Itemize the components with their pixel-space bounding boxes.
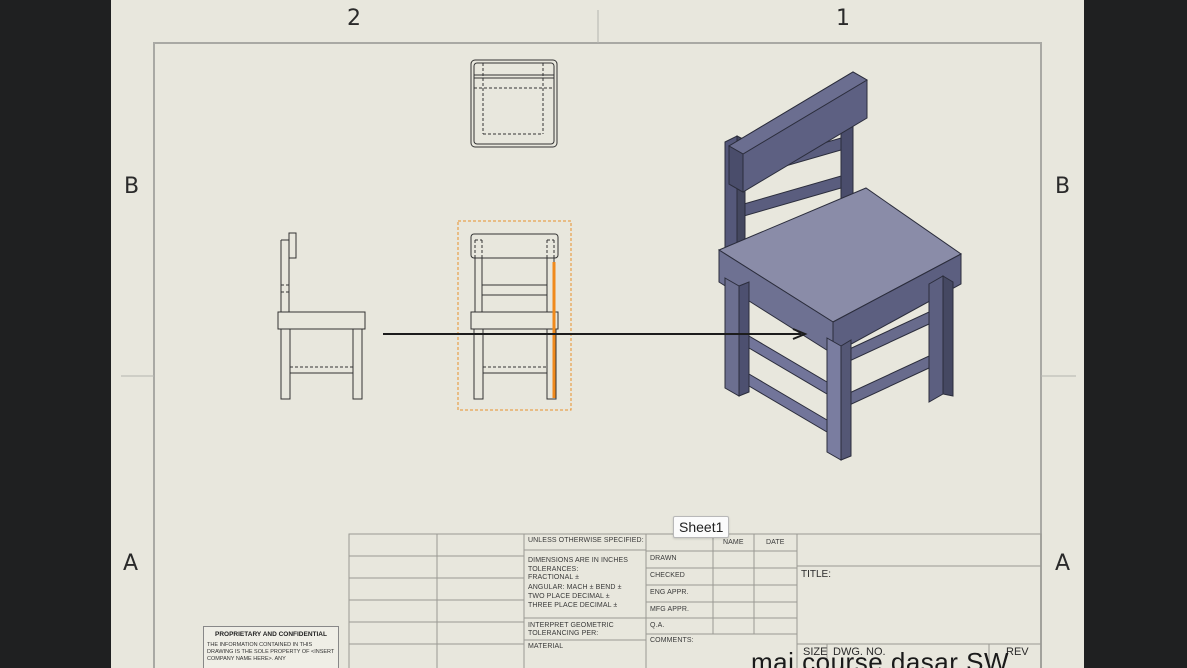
drawing-sheet[interactable]: 2 1 B B A A — [111, 0, 1084, 668]
tb-date: DATE — [766, 539, 785, 546]
tb-tol: TOLERANCES: — [528, 566, 579, 573]
sheet-tooltip: Sheet1 — [673, 516, 730, 538]
zone-label-b-right: B — [1055, 174, 1071, 199]
tb-title: TITLE: — [801, 569, 832, 580]
proprietary-heading: PROPRIETARY AND CONFIDENTIAL — [215, 631, 327, 638]
side-view[interactable] — [277, 232, 366, 400]
zone-label-2: 2 — [347, 6, 361, 31]
tb-size: SIZE — [803, 646, 828, 658]
tb-three-place: THREE PLACE DECIMAL ± — [528, 602, 618, 609]
tb-eng: ENG APPR. — [650, 589, 689, 596]
isometric-view[interactable] — [717, 71, 962, 461]
overlay-caption: mai course dasar SW — [751, 647, 1010, 668]
tb-checked: CHECKED — [650, 572, 685, 579]
zone-label-b-left: B — [124, 174, 140, 199]
drawing-graphics — [121, 10, 1076, 668]
tb-dwg-no: DWG. NO. — [833, 646, 886, 658]
tb-unless: UNLESS OTHERWISE SPECIFIED: — [528, 537, 644, 544]
front-view-selection — [457, 220, 572, 411]
tb-comments: COMMENTS: — [650, 637, 694, 644]
tb-name: NAME — [723, 539, 744, 546]
tb-mfg: MFG APPR. — [650, 606, 690, 613]
tb-tol-per: TOLERANCING PER: — [528, 630, 599, 637]
tb-dims: DIMENSIONS ARE IN INCHES — [528, 557, 629, 564]
zone-label-a-left: A — [123, 551, 139, 576]
tb-interpret: INTERPRET GEOMETRIC — [528, 622, 614, 629]
zone-label-a-right: A — [1055, 551, 1071, 576]
tb-drawn: DRAWN — [650, 555, 677, 562]
top-view[interactable] — [470, 59, 558, 148]
inner-border — [153, 42, 1042, 668]
tb-fractional: FRACTIONAL ± — [528, 574, 580, 581]
tb-two-place: TWO PLACE DECIMAL ± — [528, 593, 610, 600]
proprietary-body: THE INFORMATION CONTAINED IN THIS DRAWIN… — [207, 642, 335, 662]
proprietary-notice: PROPRIETARY AND CONFIDENTIAL THE INFORMA… — [203, 626, 339, 668]
tb-rev: REV — [1006, 646, 1029, 658]
front-view[interactable] — [470, 233, 559, 400]
tb-angular: ANGULAR: MACH ± BEND ± — [528, 584, 622, 591]
tb-qa: Q.A. — [650, 622, 665, 629]
view-arrow-head — [792, 328, 808, 340]
zone-label-1: 1 — [836, 6, 850, 31]
tb-material: MATERIAL — [528, 643, 564, 650]
